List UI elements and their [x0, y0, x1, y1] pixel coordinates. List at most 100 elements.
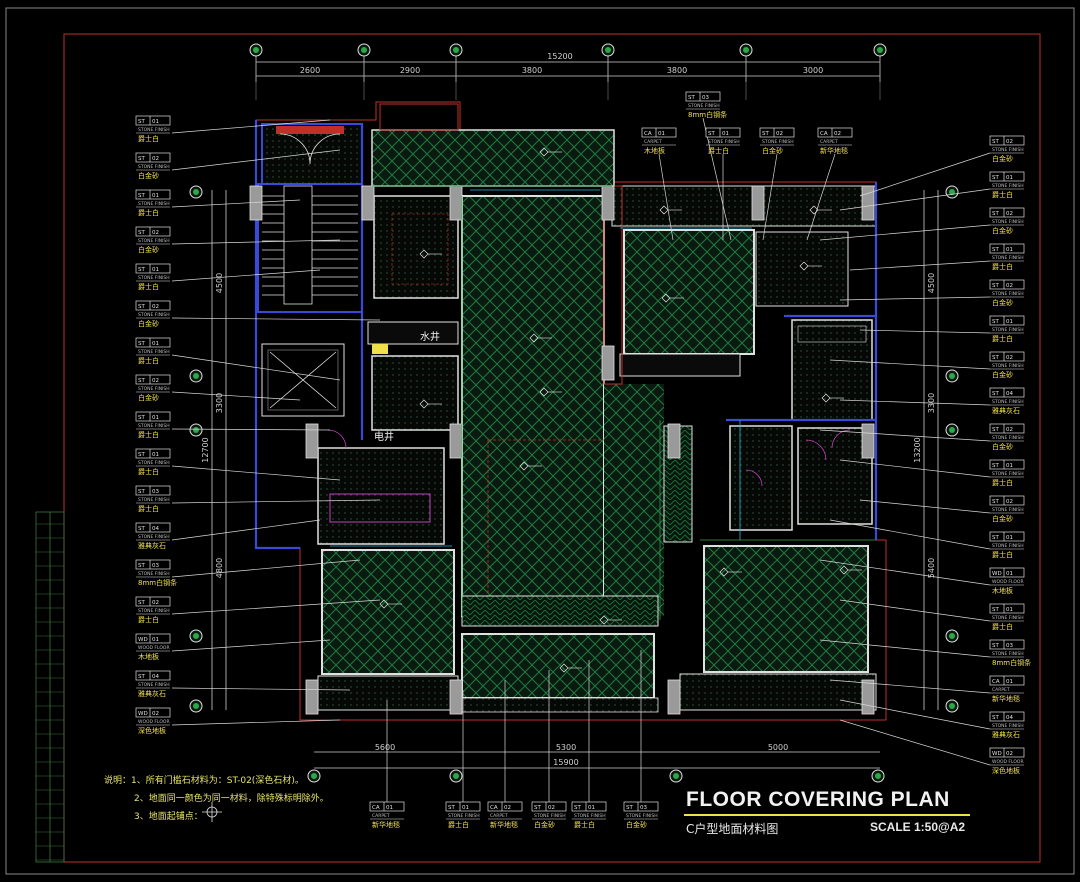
sheet-border	[5, 7, 1075, 875]
tag-code: ST	[138, 563, 145, 569]
structural-column	[861, 185, 875, 221]
tag-code: CA	[490, 805, 498, 811]
dim-left-segment: 4500	[215, 273, 224, 293]
tag-material-class: STONE FINISH	[992, 183, 1024, 189]
structural-column	[861, 423, 875, 459]
living-room	[461, 195, 605, 617]
grid-axis-bubble	[189, 423, 203, 437]
bottom-dimension	[314, 751, 880, 769]
grid-axis-bubble	[189, 369, 203, 383]
tag-material-name: 白金砂	[138, 393, 159, 402]
grid-axis-bubble	[189, 629, 203, 643]
tag-number: 02	[776, 131, 783, 137]
tag-code: ST	[708, 131, 715, 137]
tag-material-name: 爵士白	[138, 430, 159, 439]
tag-number: 01	[1006, 175, 1013, 181]
dim-right-total: 13200	[913, 437, 922, 462]
tag-number: 01	[1006, 535, 1013, 541]
tag-code: ST	[992, 499, 999, 505]
tag-material-class: STONE FINISH	[138, 534, 170, 540]
structural-column	[449, 185, 463, 221]
tag-material-class: STONE FINISH	[992, 543, 1024, 549]
dim-top-segment: 2600	[300, 66, 320, 75]
grid-axis-bubble	[357, 43, 371, 57]
tag-material-name: 雅典灰石	[992, 730, 1020, 739]
tag-code: ST	[138, 156, 145, 162]
tag-code: WD	[138, 637, 148, 643]
bathroom-left	[317, 447, 445, 545]
tag-code: ST	[574, 805, 581, 811]
structural-column	[751, 185, 765, 221]
grid-axis-bubble	[449, 769, 463, 783]
level-marker	[379, 599, 402, 609]
tag-number: 01	[386, 805, 393, 811]
tag-material-class: STONE FINISH	[138, 571, 170, 577]
structural-column	[601, 345, 615, 381]
tag-material-name: 白金砂	[992, 370, 1013, 379]
kitchen	[373, 195, 459, 299]
tag-code: ST	[138, 193, 145, 199]
tag-code: ST	[992, 175, 999, 181]
level-marker	[719, 567, 742, 577]
note-1: 说明：1、所有门槛石材料为：ST-02(深色石材)。	[104, 776, 304, 786]
tag-number: 02	[152, 378, 159, 384]
level-marker	[559, 663, 582, 673]
tag-material-class: STONE FINISH	[448, 813, 480, 819]
tag-material-name: 爵士白	[708, 146, 729, 155]
sheet-title: FLOOR COVERING PLAN	[686, 788, 950, 811]
tag-material-name: 白金砂	[138, 171, 159, 180]
tag-number: 01	[1006, 247, 1013, 253]
tag-material-class: STONE FINISH	[138, 238, 170, 244]
tag-code: ST	[992, 283, 999, 289]
level-marker	[539, 387, 562, 397]
tag-material-name: 木地板	[992, 586, 1013, 595]
tag-material-class: STONE FINISH	[534, 813, 566, 819]
tag-material-class: STONE FINISH	[992, 219, 1024, 225]
tag-number: 03	[640, 805, 647, 811]
tag-number: 03	[702, 95, 709, 101]
tag-material-name: 木地板	[138, 652, 159, 661]
tag-number: 01	[722, 131, 729, 137]
tag-code: CA	[992, 679, 1000, 685]
top-dimension	[256, 61, 880, 77]
tag-code: ST	[992, 391, 999, 397]
tag-material-class: STONE FINISH	[992, 399, 1024, 405]
tag-code: ST	[138, 341, 145, 347]
tag-code: ST	[992, 355, 999, 361]
structural-column	[361, 185, 375, 221]
tag-material-name: 爵士白	[138, 134, 159, 143]
general-notes: 说明：1、所有门槛石材料为：ST-02(深色石材)。 2、地面同一颜色为同一材料…	[104, 772, 329, 826]
tag-material-name: 新华地毯	[820, 146, 848, 155]
tag-material-class: STONE FINISH	[138, 164, 170, 170]
sheet-scale: SCALE 1:50@A2	[870, 820, 966, 834]
tag-material-class: STONE FINISH	[992, 147, 1024, 153]
tag-number: 01	[152, 452, 159, 458]
dim-bottom-segment: 5600	[375, 743, 395, 752]
tag-number: 01	[152, 119, 159, 125]
tag-material-name: 新华地毯	[372, 820, 400, 829]
tag-material-class: CARPET	[992, 687, 1010, 693]
structural-column	[305, 423, 319, 459]
tag-material-name: 爵士白	[574, 820, 595, 829]
tag-code: ST	[138, 378, 145, 384]
structural-column	[667, 423, 681, 459]
note-2: 2、地面同一颜色为同一材料，除特殊标明除外。	[134, 794, 329, 804]
tag-material-class: STONE FINISH	[992, 507, 1024, 513]
tag-material-name: 爵士白	[138, 356, 159, 365]
tag-code: CA	[820, 131, 828, 137]
tag-material-class: STONE FINISH	[138, 682, 170, 688]
